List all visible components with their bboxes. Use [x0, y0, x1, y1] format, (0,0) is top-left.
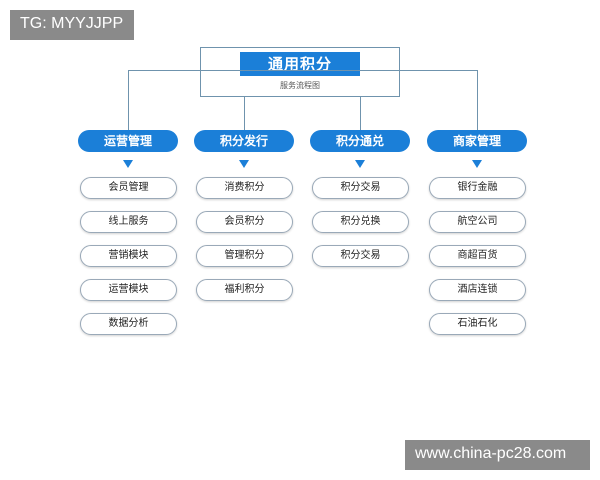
connector-drop-3: [360, 97, 361, 130]
connector-drop-1: [128, 70, 129, 130]
service-item: 线上服务: [80, 211, 177, 233]
category-header: 商家管理: [427, 130, 527, 152]
service-item: 积分兑换: [312, 211, 409, 233]
service-item: 积分交易: [312, 177, 409, 199]
service-item: 商超百货: [429, 245, 526, 267]
connector-drop-4: [477, 70, 478, 130]
service-item: 数据分析: [80, 313, 177, 335]
service-item: 福利积分: [196, 279, 293, 301]
service-item: 航空公司: [429, 211, 526, 233]
service-item: 管理积分: [196, 245, 293, 267]
category-header: 运营管理: [78, 130, 178, 152]
service-item: 积分交易: [312, 245, 409, 267]
root-subtitle: 服务流程图: [280, 81, 320, 90]
arrow-down-icon: [472, 160, 482, 168]
service-item: 营销模块: [80, 245, 177, 267]
service-item: 消费积分: [196, 177, 293, 199]
service-item: 会员管理: [80, 177, 177, 199]
service-item: 运营模块: [80, 279, 177, 301]
arrow-down-icon: [239, 160, 249, 168]
root-title: 通用积分: [240, 52, 360, 76]
category-header: 积分通兑: [310, 130, 410, 152]
arrow-down-icon: [123, 160, 133, 168]
service-item: 会员积分: [196, 211, 293, 233]
watermark-bottom: www.china-pc28.com: [405, 440, 590, 470]
watermark-top: TG: MYYJJPP: [10, 10, 134, 40]
arrow-down-icon: [355, 160, 365, 168]
service-item: 酒店连锁: [429, 279, 526, 301]
service-item: 石油石化: [429, 313, 526, 335]
connector-drop-2: [244, 97, 245, 130]
category-header: 积分发行: [194, 130, 294, 152]
connector-bus: [128, 70, 478, 71]
service-item: 银行金融: [429, 177, 526, 199]
